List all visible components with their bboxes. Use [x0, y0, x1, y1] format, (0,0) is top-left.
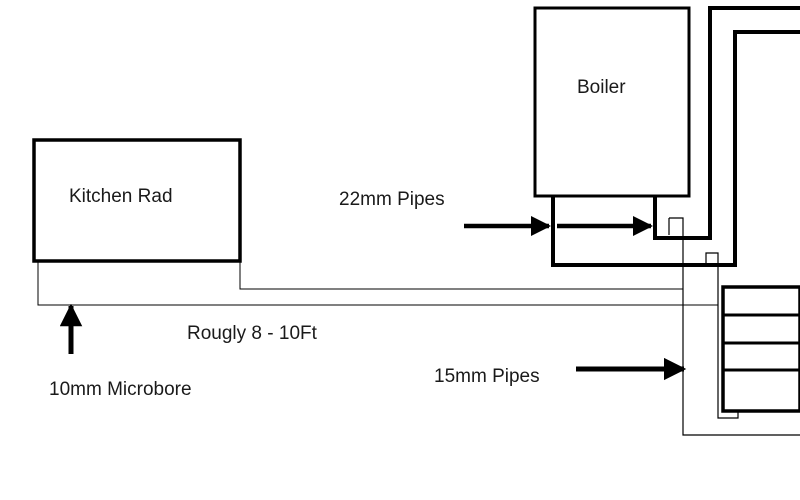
microbore-label: 10mm Microbore	[49, 379, 192, 400]
pipes-22mm-label: 22mm Pipes	[339, 189, 445, 210]
boiler-label: Boiler	[577, 77, 626, 98]
pipes-15mm-label: 15mm Pipes	[434, 366, 540, 387]
pipe-22mm-upper	[653, 6, 800, 240]
pipe-15mm-cylinder	[705, 252, 739, 419]
cylinder-unit	[721, 285, 800, 413]
kitchen-rad-label: Kitchen Rad	[69, 186, 173, 207]
pipe-15mm-loop	[669, 217, 800, 436]
kitchen-radiator-box	[32, 138, 242, 263]
microbore-return	[37, 261, 718, 306]
distance-label: Rougly 8 - 10Ft	[187, 323, 318, 344]
boiler-box	[533, 6, 691, 198]
microbore-flow	[239, 261, 683, 290]
pipe-22mm-lower	[551, 30, 800, 267]
